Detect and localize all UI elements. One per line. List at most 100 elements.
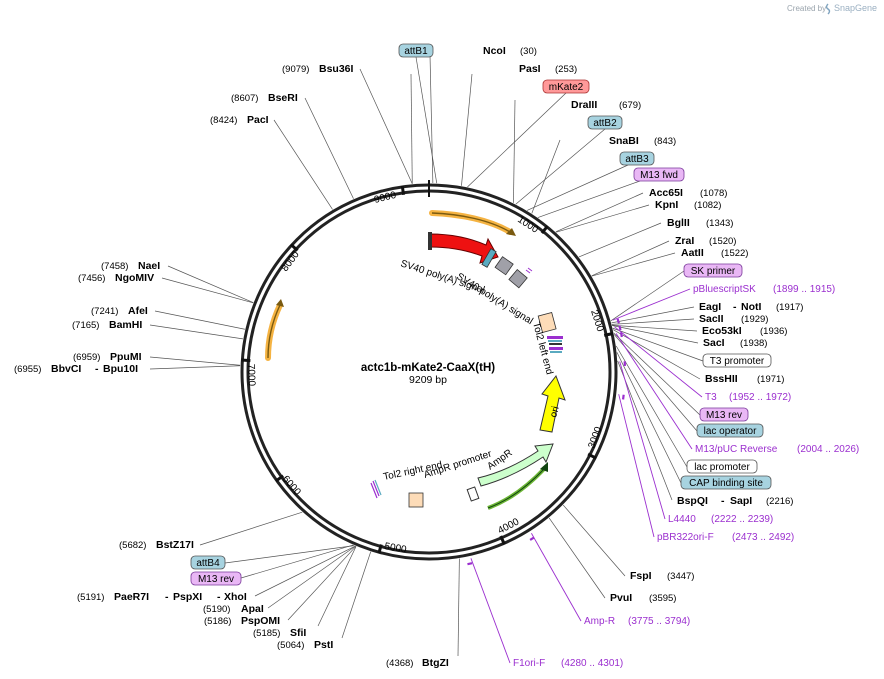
ampr-promoter-feature[interactable] xyxy=(466,486,480,502)
attb3-box[interactable]: attB3 xyxy=(619,151,655,166)
bsshii-label: BssHII xyxy=(705,373,738,385)
pvui-label: PvuI xyxy=(610,592,632,604)
sk-primer-box-label: SK primer xyxy=(691,266,736,277)
attb4-marker xyxy=(370,479,382,499)
pbr322-label: pBR322ori-F xyxy=(657,532,714,543)
feature-orange-top[interactable] xyxy=(429,210,516,236)
snabi-label: SnaBI xyxy=(609,135,639,147)
eagi-label: EagI xyxy=(699,301,721,313)
ori-feature[interactable] xyxy=(539,374,566,433)
primer-binding-mark xyxy=(529,536,535,541)
tick-label-5000: 5000 xyxy=(383,541,407,556)
feature-leader-line xyxy=(467,92,567,188)
enzyme-leader-line xyxy=(341,551,372,639)
feature-leader-line xyxy=(612,327,704,362)
acc65i-label: Acc65I xyxy=(649,187,683,199)
enzyme-leader-line xyxy=(548,517,606,599)
tick-label-6000: 6000 xyxy=(280,474,303,498)
bglii-label: BglII xyxy=(667,217,690,229)
ngomiv-pos: (7456) xyxy=(78,273,105,284)
ncoi-pos: (30) xyxy=(520,46,537,57)
paci-pos: (8424) xyxy=(210,115,237,126)
saci-label: SacI xyxy=(703,337,725,349)
tol2-right-feature[interactable] xyxy=(408,492,424,508)
feature-leader-line xyxy=(526,164,629,211)
feature-leader-line xyxy=(615,345,688,468)
fspi-label: FspI xyxy=(630,570,652,582)
feature-leader-line xyxy=(537,180,641,218)
m13puc-pos: (2004 .. 2026) xyxy=(797,444,859,455)
feature-leader-line xyxy=(240,544,354,579)
attb4-box[interactable]: attB4 xyxy=(190,555,226,570)
plasmid-size: 9209 bp xyxy=(409,374,447,386)
sv40b-feature[interactable] xyxy=(508,267,533,289)
btgzi-pos: (4368) xyxy=(386,658,413,669)
l4440-label: L4440 xyxy=(668,514,696,525)
t3-promoter-box[interactable]: T3 promoter xyxy=(702,353,772,368)
enzyme-leader-line xyxy=(461,73,473,186)
attb1-box[interactable]: attB1 xyxy=(398,43,434,58)
pbr322-pos: (2473 .. 2492) xyxy=(732,532,794,543)
tick-mark xyxy=(603,332,614,337)
bamhi-label: BamHI xyxy=(109,319,142,331)
enzyme-leader-line xyxy=(562,504,626,577)
primer-leader-line xyxy=(619,361,666,520)
f1ori-label: F1ori-F xyxy=(513,658,545,669)
cap-site-box[interactable]: CAP binding site xyxy=(680,475,772,490)
paci-label: PacI xyxy=(247,114,269,126)
ppumi-label: PpuMI xyxy=(110,351,142,363)
ncoi-label: NcoI xyxy=(483,45,506,57)
enzyme-leader-line xyxy=(254,545,356,597)
lac-operator-box[interactable]: lac operator xyxy=(696,423,764,438)
feature-leader-line xyxy=(613,334,698,432)
enzyme-leader-line xyxy=(287,546,357,621)
sk-primer-box[interactable]: SK primer xyxy=(683,263,743,278)
m13rev2-box[interactable]: M13 rev xyxy=(190,571,242,586)
bbvci-pos: (6955) xyxy=(14,364,41,375)
snabi-pos: (843) xyxy=(654,136,676,147)
enzyme-leader-line xyxy=(149,365,241,370)
enzyme-leader-line xyxy=(167,265,254,303)
eco53ki-pos: (1936) xyxy=(760,326,787,337)
enzyme-leader-line xyxy=(531,139,561,214)
primer-leader-line xyxy=(470,558,511,664)
ampr-primer-label: Amp-R xyxy=(584,616,615,627)
ampr-feature[interactable] xyxy=(477,443,554,510)
attb1-box-label: attB1 xyxy=(404,46,428,57)
noti-label: NotI xyxy=(741,301,761,313)
feature-orange-left[interactable] xyxy=(265,299,284,361)
tol2-right-label: Tol2 right end xyxy=(382,460,443,483)
noti-pos: (1917) xyxy=(776,302,803,313)
sfii-pos: (5185) xyxy=(253,628,280,639)
mkate2-box[interactable]: mKate2 xyxy=(542,79,590,94)
enzyme-leader-line xyxy=(555,192,644,233)
lac-operator-box-label: lac operator xyxy=(704,426,757,437)
primer-binding-mark xyxy=(616,318,620,324)
lac-promoter-box[interactable]: lac promoter xyxy=(686,459,758,474)
m13rev-box-label: M13 rev xyxy=(706,410,742,421)
sacii-pos: (1929) xyxy=(741,314,768,325)
l4440-pos: (2222 .. 2239) xyxy=(711,514,773,525)
attb3-box-label: attB3 xyxy=(625,154,649,165)
feature-leader-line xyxy=(610,270,685,322)
tol2-left-feature[interactable] xyxy=(537,311,557,333)
enzyme-leader-line xyxy=(199,511,303,546)
m13rev-box[interactable]: M13 rev xyxy=(699,407,749,422)
eco53ki-label: Eco53kI xyxy=(702,325,742,337)
apai-label: ApaI xyxy=(241,603,264,615)
enzyme-leader-line xyxy=(410,73,413,184)
enzyme-leader-line xyxy=(611,306,695,324)
attb2-marker xyxy=(481,248,497,268)
attb2-box[interactable]: attB2 xyxy=(587,115,623,130)
tick-label-7000: 7000 xyxy=(245,364,257,387)
afei-label: AfeI xyxy=(128,305,148,317)
psti-label: PstI xyxy=(314,639,333,651)
m13fwd-box[interactable]: M13 fwd xyxy=(633,167,685,182)
sfii-label: SfiI xyxy=(290,627,306,639)
aatii-label: AatII xyxy=(681,247,704,259)
attb2-box-label: attB2 xyxy=(593,118,617,129)
sv40a-feature[interactable] xyxy=(494,256,514,276)
m13fwd-box-label: M13 fwd xyxy=(640,170,678,181)
bglii-pos: (1343) xyxy=(706,218,733,229)
pspxi-label: PspXI xyxy=(173,591,202,603)
